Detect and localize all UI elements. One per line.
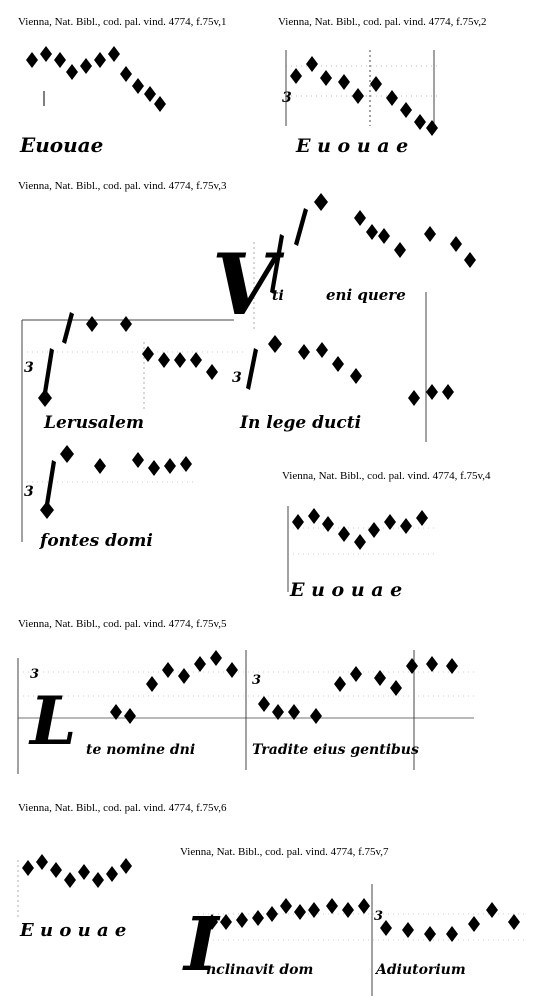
neumes-7 xyxy=(206,898,520,942)
clef-7: 3 xyxy=(374,909,383,924)
clef-5b: 3 xyxy=(252,673,261,688)
excerpt-3-image: V ti eni quere xyxy=(21,193,476,551)
lyric-3-fragment-a: ti xyxy=(272,288,284,304)
caption-excerpt-2: Vienna, Nat. Bibl., cod. pal. vind. 4774… xyxy=(278,16,487,28)
lyric-te-nomine-dni: te nomine dni xyxy=(86,742,195,758)
manuscript-excerpt-1: Euouae xyxy=(14,36,174,166)
lyric-in-lege-ducti: In lege ducti xyxy=(239,413,361,433)
neumes-1 xyxy=(26,46,166,112)
lyric-tradite-eius-gentibus: Tradite eius gentibus xyxy=(252,742,419,758)
lyric-euouae-6: E u o u a e xyxy=(19,920,126,941)
lyric-euouae-1: Euouae xyxy=(19,133,103,157)
excerpt-4-image: E u o u a e xyxy=(287,506,434,601)
caption-excerpt-1: Vienna, Nat. Bibl., cod. pal. vind. 4774… xyxy=(18,16,227,28)
initial-letter-l: L xyxy=(28,682,76,760)
manuscript-excerpt-2: 3 E u o u a e xyxy=(280,36,460,164)
neumes-4 xyxy=(292,508,428,550)
caption-excerpt-5: Vienna, Nat. Bibl., cod. pal. vind. 4774… xyxy=(18,618,227,630)
caption-excerpt-3: Vienna, Nat. Bibl., cod. pal. vind. 4774… xyxy=(18,180,227,192)
neumes-5 xyxy=(110,650,458,724)
neumes-3-line-3 xyxy=(40,445,192,519)
clef-3b: 3 xyxy=(232,370,242,386)
lyric-fontes-domi: fontes domi xyxy=(39,531,153,551)
lyric-euouae-2: E u o u a e xyxy=(295,135,408,157)
clef-2: 3 xyxy=(282,90,292,106)
neumes-2 xyxy=(290,56,438,136)
caption-excerpt-4: Vienna, Nat. Bibl., cod. pal. vind. 4774… xyxy=(282,470,491,482)
neumes-3-line-2 xyxy=(38,312,454,407)
lyric-veni-quere: eni quere xyxy=(326,286,406,304)
lyric-euouae-4: E u o u a e xyxy=(289,579,402,601)
manuscript-excerpt-4: E u o u a e xyxy=(284,494,444,606)
clef-3c: 3 xyxy=(24,484,34,500)
excerpt-2-image: 3 E u o u a e xyxy=(282,50,440,157)
excerpt-1-image: Euouae xyxy=(19,46,166,157)
caption-excerpt-7: Vienna, Nat. Bibl., cod. pal. vind. 4774… xyxy=(180,846,389,858)
excerpt-7-image: I 3 nclinavit dom Adiutorium xyxy=(182,884,528,996)
excerpt-5-image: L 3 3 te nomine dni Tradite eius gentibu… xyxy=(17,650,474,774)
manuscript-excerpt-6: E u o u a e xyxy=(14,840,144,948)
clef-5a: 3 xyxy=(30,667,39,682)
neumes-3-line-1 xyxy=(270,193,476,294)
lyric-adiutorium: Adiutorium xyxy=(374,962,466,978)
initial-letter-i: I xyxy=(182,902,221,988)
manuscript-excerpt-7: I 3 nclinavit dom Adiutorium xyxy=(178,870,528,1000)
lyric-lerusalem: Lerusalem xyxy=(43,413,144,433)
excerpt-6-image: E u o u a e xyxy=(17,854,132,941)
lyric-inclinavit-dom: nclinavit dom xyxy=(206,962,313,978)
manuscript-excerpt-3: V ti eni quere xyxy=(14,192,528,562)
clef-3a: 3 xyxy=(24,360,34,376)
caption-excerpt-6: Vienna, Nat. Bibl., cod. pal. vind. 4774… xyxy=(18,802,227,814)
manuscript-excerpt-5: L 3 3 te nomine dni Tradite eius gentibu… xyxy=(14,644,474,778)
neumes-6 xyxy=(22,854,132,888)
